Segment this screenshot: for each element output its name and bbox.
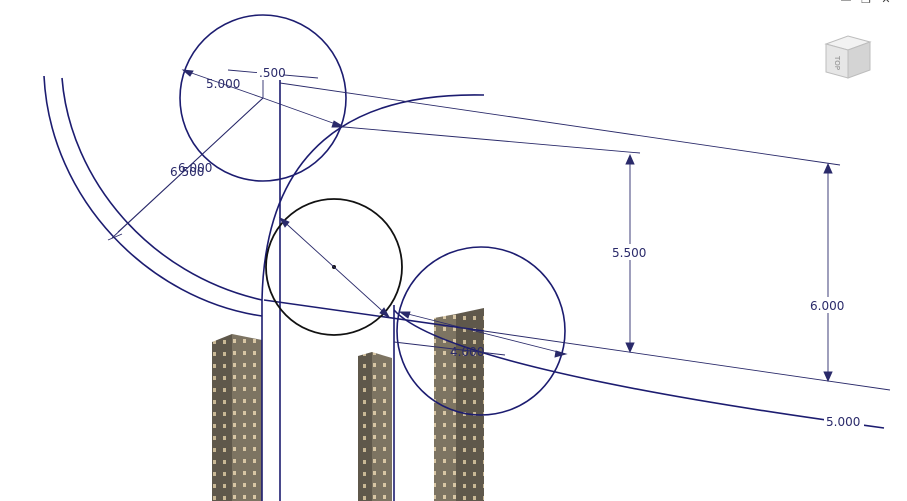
- post-left[interactable]: [212, 334, 262, 501]
- dim-4000[interactable]: 4.000: [450, 345, 484, 359]
- circle-right[interactable]: [396, 246, 566, 416]
- viewcube[interactable]: TOP: [824, 35, 872, 79]
- lower-curve[interactable]: [393, 309, 885, 429]
- close-icon[interactable]: ✕: [878, 0, 894, 6]
- circle-top[interactable]: [179, 14, 347, 182]
- dim-5000-bottom[interactable]: 5.000: [826, 415, 860, 429]
- dim-5500[interactable]: 5.500: [612, 246, 646, 260]
- viewcube-top-label: TOP: [833, 55, 841, 70]
- perforated-posts[interactable]: [212, 308, 484, 501]
- dim-5000-top[interactable]: 5.000: [206, 77, 240, 91]
- dimension-lines: [107, 69, 891, 391]
- dim-6000-left[interactable]: 6.000: [178, 161, 212, 175]
- dimension-labels: .500 5.000 6.000 6.500 5.500 6.000 4.000…: [170, 66, 864, 429]
- dim-6000-right[interactable]: 6.000: [810, 299, 844, 313]
- dim-6500[interactable]: 6.500: [170, 165, 204, 179]
- restore-icon[interactable]: ❐: [858, 0, 874, 6]
- minimize-icon[interactable]: —: [838, 0, 854, 6]
- outer-arc-1[interactable]: [43, 75, 263, 317]
- top-arc[interactable]: [261, 94, 485, 301]
- outer-arc-2[interactable]: [61, 77, 263, 301]
- horizontal-line[interactable]: [263, 299, 485, 332]
- post-middle[interactable]: [358, 352, 392, 501]
- dim-500[interactable]: .500: [259, 66, 286, 80]
- sketch-geometry[interactable]: [43, 14, 885, 501]
